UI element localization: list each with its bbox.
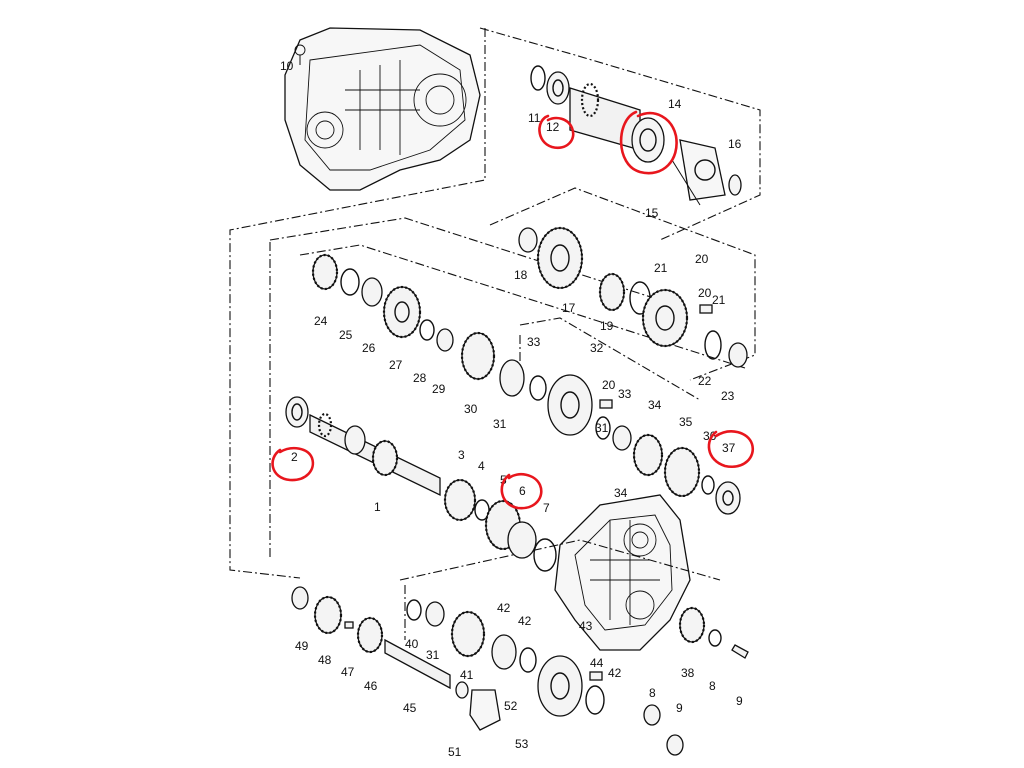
callout-label: 22 xyxy=(698,374,712,388)
callout-label: 12 xyxy=(546,120,560,134)
callout-label: 34 xyxy=(614,486,628,500)
callout-label: 18 xyxy=(514,268,528,282)
input-shaft xyxy=(285,396,557,572)
callout-label: 28 xyxy=(413,371,427,385)
callout-label: 23 xyxy=(721,389,735,403)
callout-label: 27 xyxy=(389,358,403,372)
callout-label: 14 xyxy=(668,97,682,111)
callout-label: 42 xyxy=(497,601,511,615)
callout-label: 25 xyxy=(339,328,353,342)
highlight-mark-part-2 xyxy=(271,446,315,482)
highlight-mark-part-37 xyxy=(707,430,755,469)
highlight-mark-part-6 xyxy=(500,472,543,510)
callout-label: 7 xyxy=(543,501,550,515)
callout-label: 20 xyxy=(698,286,712,300)
callout-label: 8 xyxy=(649,686,656,700)
callout-label: 11 xyxy=(528,111,541,125)
callout-label: 42 xyxy=(518,614,532,628)
callout-label: 30 xyxy=(464,402,478,416)
part-callouts: 10 11 12 14 15 16 17 18 19 20 21 20 21 2… xyxy=(280,55,743,759)
gearbox-housing-top xyxy=(284,27,481,191)
callout-label: 26 xyxy=(362,341,376,355)
assembly-guide-lines xyxy=(229,27,761,640)
callout-label: 31 xyxy=(426,648,440,662)
callout-label: 2 xyxy=(291,450,298,464)
callout-label: 36 xyxy=(703,429,717,443)
callout-label: 16 xyxy=(728,137,742,151)
callout-label: 38 xyxy=(681,666,695,680)
callout-label: 45 xyxy=(403,701,417,715)
callout-label: 4 xyxy=(478,459,485,473)
callout-label: 37 xyxy=(722,441,736,455)
callout-label: 52 xyxy=(504,699,518,713)
callout-label: 20 xyxy=(602,378,616,392)
callout-label: 20 xyxy=(695,252,709,266)
highlight-mark-part-11 xyxy=(538,114,575,150)
callout-label: 31 xyxy=(595,421,609,435)
callout-label: 9 xyxy=(736,694,743,708)
highlight-mark-part-13 xyxy=(619,110,678,175)
callout-label: 34 xyxy=(648,398,662,412)
callout-label: 3 xyxy=(458,448,465,462)
callout-label: 41 xyxy=(460,668,474,682)
callout-label: 24 xyxy=(314,314,328,328)
gear-row-middle xyxy=(311,253,613,436)
lower-shaft-assembly xyxy=(291,586,749,756)
callout-label: 51 xyxy=(448,745,462,759)
callout-label: 6 xyxy=(519,484,526,498)
callout-label: 33 xyxy=(618,387,632,401)
callout-label: 21 xyxy=(712,293,726,307)
callout-label: 43 xyxy=(579,619,593,633)
callout-label: 15 xyxy=(645,206,659,220)
callout-label: 8 xyxy=(709,679,716,693)
callout-label: 42 xyxy=(608,666,622,680)
callout-label: 35 xyxy=(679,415,693,429)
callout-label: 44 xyxy=(590,656,604,670)
gearbox-housing-bottom xyxy=(554,494,691,651)
callout-label: 1 xyxy=(374,500,381,514)
callout-label: 21 xyxy=(654,261,668,275)
highlight-marks xyxy=(271,110,755,510)
callout-label: 33 xyxy=(527,335,541,349)
callout-label: 47 xyxy=(341,665,355,679)
callout-label: 49 xyxy=(295,639,309,653)
gear-row-right xyxy=(595,416,741,515)
callout-label: 29 xyxy=(432,382,446,396)
callout-label: 46 xyxy=(364,679,378,693)
callout-label: 53 xyxy=(515,737,529,751)
callout-label: 31 xyxy=(493,417,507,431)
callout-label: 17 xyxy=(562,301,576,315)
callout-label: 9 xyxy=(676,701,683,715)
callout-label: 40 xyxy=(405,637,419,651)
gear-row-upper xyxy=(518,226,748,368)
callout-label: 10 xyxy=(280,59,294,73)
callout-label: 48 xyxy=(318,653,332,667)
output-shaft-top xyxy=(530,65,742,206)
callout-label: 32 xyxy=(590,341,604,355)
callout-label: 19 xyxy=(600,319,614,333)
